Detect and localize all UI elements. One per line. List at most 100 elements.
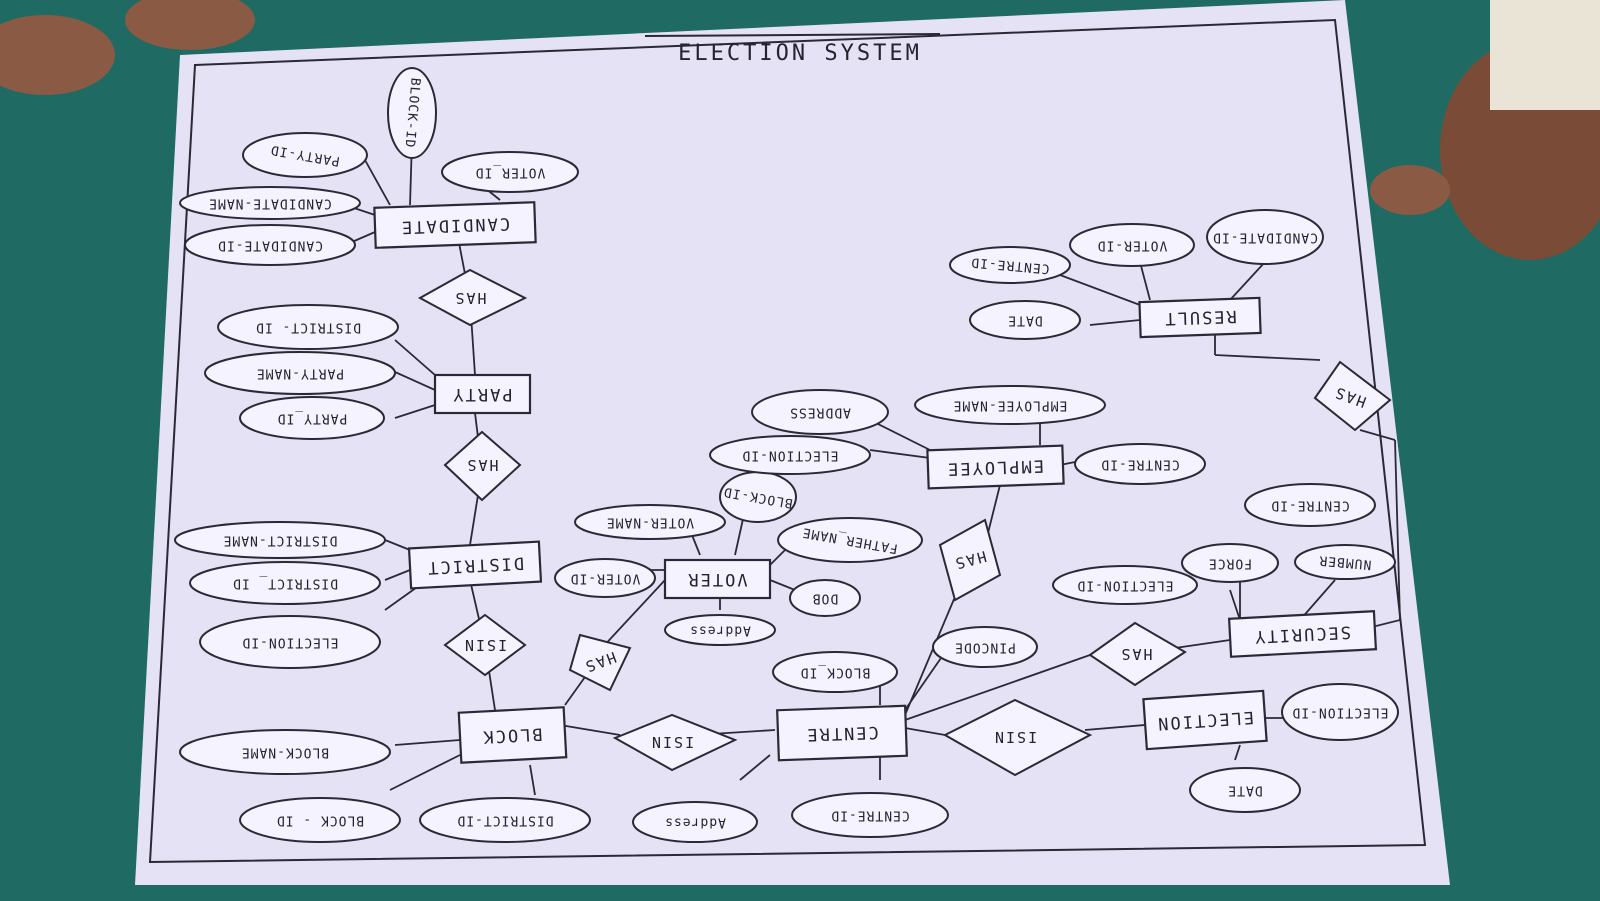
attr-centre-address: Address (632, 801, 758, 843)
svg-text:VOTER_ID: VOTER_ID (475, 165, 546, 180)
attr-block-district-id: DISTRICT-ID (419, 797, 591, 843)
svg-text:HAS: HAS (465, 456, 498, 474)
svg-text:CANDIDATE-ID: CANDIDATE-ID (217, 238, 323, 253)
entity-district: DISTRICT (407, 540, 543, 590)
rel-block-voter: HAS (568, 633, 632, 692)
attr-voter-address: Address (664, 614, 776, 646)
rel-centre-employee: HAS (938, 518, 1002, 602)
svg-text:BLOCK - ID: BLOCK - ID (276, 813, 364, 828)
attr-voter-father-name: FATHER_NAME (777, 517, 923, 563)
attr-voter-id: VOTER-ID (554, 558, 656, 598)
svg-text:ELECTION-ID: ELECTION-ID (1291, 705, 1388, 720)
entity-voter: VOTER (663, 558, 772, 600)
entity-employee: EMPLOYEE (926, 444, 1065, 490)
svg-text:EMPLOYEE: EMPLOYEE (946, 455, 1045, 478)
attr-security-number: NUMBER (1294, 544, 1396, 580)
svg-text:VOTER-ID: VOTER-ID (570, 571, 641, 586)
hand-top-left (125, 0, 255, 50)
svg-text:CANDIDATE-NAME: CANDIDATE-NAME (208, 196, 332, 211)
rel-block-centre: ISIN (612, 713, 738, 772)
svg-text:CENTRE: CENTRE (805, 722, 879, 745)
attr-party-id: PARTY_ID (239, 396, 385, 440)
svg-text:CENTRE-ID: CENTRE-ID (1100, 457, 1179, 472)
svg-text:ELECTION-ID: ELECTION-ID (241, 635, 338, 650)
rel-district-block: ISIN (443, 613, 527, 677)
attr-voter-dob: DOB (789, 579, 861, 617)
entity-result: RESULT (1138, 296, 1262, 339)
attr-voter-name: VOTER-NAME (574, 504, 726, 540)
svg-text:Address: Address (689, 623, 751, 638)
svg-text:DATE: DATE (1007, 313, 1042, 328)
finger-right (1370, 165, 1450, 215)
svg-text:CANDIDATE: CANDIDATE (400, 213, 511, 237)
svg-text:DISTRICT-NAME: DISTRICT-NAME (223, 533, 338, 548)
attr-block-name: BLOCK-NAME (179, 729, 391, 775)
svg-text:VOTER-ID: VOTER-ID (1097, 238, 1168, 253)
attr-candidate-party-id: PARTY-ID (242, 132, 368, 178)
attr-employee-election-id: ELECTION-ID (709, 435, 871, 475)
svg-text:HAS: HAS (453, 289, 486, 307)
attr-security-force: FORCE (1181, 543, 1279, 583)
svg-text:NUMBER: NUMBER (1318, 552, 1372, 572)
attr-employee-centre-id: CENTRE-ID (1074, 443, 1206, 485)
svg-text:DATE: DATE (1227, 783, 1262, 798)
svg-text:ISIN: ISIN (993, 728, 1037, 746)
svg-text:PARTY-NAME: PARTY-NAME (256, 366, 344, 381)
attr-election-date: DATE (1189, 767, 1301, 813)
attr-result-centre-id: CENTRE-ID (949, 246, 1071, 284)
entity-election: ELECTION (1142, 689, 1268, 751)
svg-text:BLOCK-ID: BLOCK-ID (401, 77, 422, 149)
attr-candidate-voter-id: VOTER_ID (441, 151, 579, 193)
attr-voter-block-id: BLOCK-ID (719, 471, 797, 523)
svg-text:ELECTION-ID: ELECTION-ID (741, 448, 838, 463)
svg-text:BLOCK_ID: BLOCK_ID (800, 665, 871, 680)
svg-text:FORCE: FORCE (1208, 556, 1252, 571)
rel-party-district: HAS (443, 430, 522, 502)
attr-election-id: ELECTION-ID (1281, 683, 1399, 741)
svg-text:ELECTION-ID: ELECTION-ID (1076, 578, 1173, 593)
book-edge (1490, 0, 1600, 110)
svg-text:RESULT: RESULT (1163, 306, 1237, 329)
attr-result-candidate-id: CANDIDATE-ID (1206, 209, 1324, 265)
attr-centre-block-id: BLOCK_ID (772, 651, 898, 693)
svg-text:CENTRE-ID: CENTRE-ID (1270, 498, 1349, 513)
svg-text:DISTRICT-ID: DISTRICT-ID (456, 813, 553, 828)
rel-centre-election: ISIN (942, 698, 1093, 777)
entity-security: SECURITY (1227, 610, 1378, 658)
svg-text:DISTRICT_ ID: DISTRICT_ ID (232, 576, 338, 591)
svg-text:CENTRE-ID: CENTRE-ID (970, 254, 1050, 276)
attr-block-id: BLOCK - ID (239, 797, 401, 843)
hand-top-left-2 (0, 15, 115, 95)
svg-text:DISTRICT- ID: DISTRICT- ID (255, 320, 361, 335)
svg-text:HAS: HAS (1119, 645, 1152, 663)
svg-text:PARTY_ID: PARTY_ID (277, 411, 348, 426)
svg-text:ISIN: ISIN (650, 733, 694, 751)
svg-text:CENTRE-ID: CENTRE-ID (830, 808, 909, 823)
attr-centre-pincode: PINCODE (932, 626, 1038, 668)
attr-security-centre-id: CENTRE-ID (1244, 483, 1376, 527)
entity-block: BLOCK (457, 706, 568, 764)
diagram-title: ELECTION SYSTEM (644, 33, 941, 66)
attr-result-date: DATE (969, 300, 1081, 340)
svg-text:CANDIDATE-ID: CANDIDATE-ID (1212, 230, 1318, 245)
attr-centre-id: CENTRE-ID (791, 792, 949, 838)
svg-text:PINCODE: PINCODE (954, 640, 1016, 655)
svg-text:ELECTION SYSTEM: ELECTION SYSTEM (678, 41, 922, 66)
attr-result-voter-id: VOTER-ID (1069, 223, 1195, 267)
svg-text:DOB: DOB (812, 591, 838, 606)
attr-party-district-id: DISTRICT- ID (217, 304, 399, 350)
attr-party-name: PARTY-NAME (204, 351, 396, 395)
svg-text:PARTY: PARTY (451, 384, 512, 404)
entity-candidate: CANDIDATE (373, 201, 537, 249)
attr-district-election-id: ELECTION-ID (199, 615, 381, 669)
svg-text:ISIN: ISIN (463, 636, 507, 654)
attr-employee-address: ADDRESS (751, 389, 889, 435)
attr-candidate-block-id: BLOCK-ID (387, 67, 437, 159)
attr-district-name: DISTRICT-NAME (174, 521, 386, 559)
entity-party: PARTY (433, 373, 532, 415)
attr-district-id: DISTRICT_ ID (189, 561, 381, 605)
rel-candidate-party: HAS (417, 268, 528, 327)
rel-security-result: HAS (1313, 360, 1392, 432)
